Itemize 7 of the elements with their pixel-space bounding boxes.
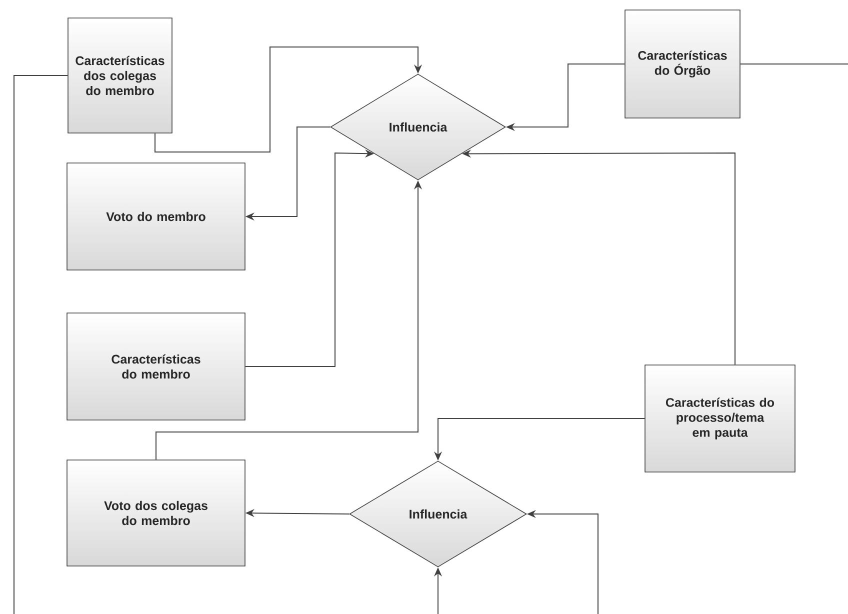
process-box: Características dos colegas do membro xyxy=(68,18,172,134)
process-box: Características do Órgão xyxy=(624,10,740,118)
arrow xyxy=(154,46,422,152)
process-box: Voto do membro xyxy=(66,162,246,270)
process-box: Características do membro xyxy=(66,312,246,420)
process-box: Voto dos colegas do membro xyxy=(66,460,246,566)
process-box: Características do processo/tema em pauta xyxy=(644,364,796,472)
